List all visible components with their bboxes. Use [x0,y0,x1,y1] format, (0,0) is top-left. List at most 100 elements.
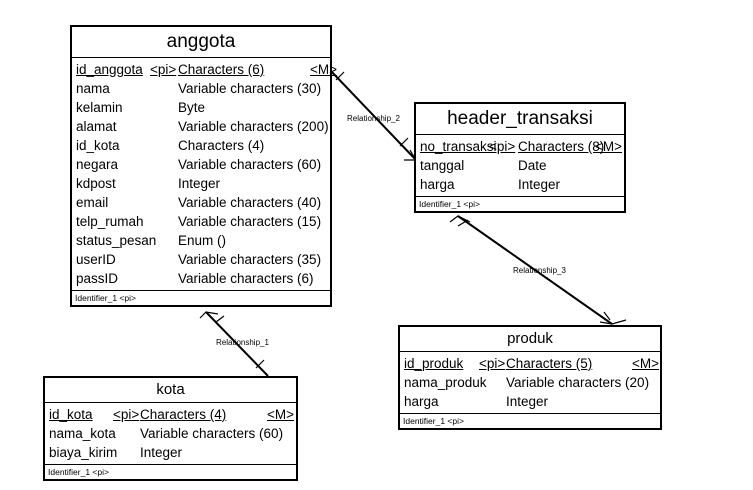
mandatory-marker: <M> [310,62,338,77]
attribute-row[interactable]: nama_kota Variable characters (60) [45,424,296,443]
attribute-row[interactable]: userID Variable characters (35) [72,250,330,269]
attribute-type: Integer [506,394,549,409]
attribute-name: negara [76,157,119,172]
attribute-name: biaya_kirim [49,445,118,460]
attribute-list: id_kota <pi>Characters (4) <M> nama_kota Var… [45,403,296,465]
attribute-type: Characters (4) [140,407,227,422]
identifier: Identifier_1 <pi> [419,199,480,209]
relationship-3-crowsfoot-top [449,215,471,223]
attribute-list: no_transaksi<pi>Characters (8)<M>tanggal… [416,135,624,197]
attribute-name: id_anggota [76,62,143,77]
entity-produk[interactable]: produk id_produk <pi>Characters (5) <M> nam… [398,325,662,430]
identifier: Identifier_1 <pi> [48,467,109,477]
attribute-type: Enum () [178,233,227,248]
attribute-row[interactable]: alamat Variable characters (200) [72,117,330,136]
attribute-row[interactable]: tanggal Date [416,156,624,175]
attribute-name: status_pesan [76,233,157,248]
attribute-type: Variable characters (20) [506,375,650,390]
entity-title: produk [400,327,660,352]
attribute-row[interactable]: nama_produk Variable characters (20) [400,373,660,392]
relationship-2-tick-b [399,137,409,147]
attribute-type: Variable characters (60) [140,426,284,441]
attribute-type: Integer [140,445,183,460]
attribute-row[interactable]: passID Variable characters (6) [72,269,330,288]
attribute-type: Integer [518,177,561,192]
attribute-type: Integer [178,176,221,191]
relationship-1-tick-bottom [255,359,265,369]
relationship-2-label: Relationship_2 [347,114,400,123]
attribute-name: id_produk [404,356,464,371]
attribute-name: kelamin [76,100,123,115]
attribute-name: kdpost [76,176,116,191]
relationship-1-tick-top [215,315,225,323]
attribute-row[interactable]: telp_rumah Variable characters (15) [72,212,330,231]
entity-kota[interactable]: kota id_kota <pi>Characters (4) <M> nama_ko… [43,376,298,481]
attribute-name: telp_rumah [76,214,144,229]
attribute-name: alamat [76,119,117,134]
attribute-row[interactable]: status_pesan Enum () [72,231,330,250]
attribute-type: Variable characters (30) [178,81,322,96]
attribute-name: nama_kota [49,426,116,441]
entity-title: anggota [72,27,330,58]
entity-title: kota [45,378,296,403]
primary-identifier-marker: <pi> [489,139,516,154]
relationship-3-crowsfoot-bottom [599,319,627,325]
relationship-1-label: Relationship_1 [216,338,269,347]
attribute-name: passID [76,271,119,286]
attribute-type: Variable characters (40) [178,195,322,210]
primary-identifier-marker: <pi> [150,62,177,77]
attribute-row[interactable]: id_produk <pi>Characters (5) <M> [400,354,660,373]
relationship-3-tick-bottom [603,311,611,321]
attribute-type: Variable characters (60) [178,157,322,172]
attribute-row[interactable]: negara Variable characters (60) [72,155,330,174]
attribute-row[interactable]: kdpost Integer [72,174,330,193]
mandatory-marker: <M> [595,139,623,154]
attribute-row[interactable]: id_kota <pi>Characters (4) <M> [45,405,296,424]
attribute-row[interactable]: no_transaksi<pi>Characters (8)<M> [416,137,624,156]
attribute-type: Variable characters (35) [178,252,322,267]
attribute-row[interactable]: biaya_kirim Integer [45,443,296,462]
entity-anggota[interactable]: anggota id_anggota <pi>Characters (6) <M> n… [70,25,337,307]
attribute-row[interactable]: nama Variable characters (30) [72,79,330,98]
attribute-name: nama_produk [404,375,487,390]
mandatory-marker: <M> [632,356,660,371]
attribute-name: id_kota [49,407,93,422]
attribute-type: Date [518,158,547,173]
relationship-1-line[interactable] [205,311,269,377]
primary-identifier-marker: <pi> [113,407,140,422]
attribute-row[interactable]: email Variable characters (40) [72,193,330,212]
attribute-type: Characters (4) [178,138,265,153]
attribute-type: Variable characters (6) [178,271,314,286]
entity-header-transaksi[interactable]: header_transaksi no_transaksi<pi>Charact… [414,102,626,213]
attribute-name: userID [76,252,116,267]
attribute-type: Variable characters (15) [178,214,322,229]
attribute-row[interactable]: kelamin Byte [72,98,330,117]
mandatory-marker: <M> [267,407,295,422]
attribute-type: Characters (5) [506,356,593,371]
attribute-name: nama [76,81,110,96]
attribute-type: Variable characters (200) [178,119,329,134]
relationship-3-tick-top [457,219,469,227]
relationship-2-tick-a [335,71,345,81]
identifier: Identifier_1 <pi> [403,416,464,426]
attribute-type: Characters (8) [518,139,605,154]
attribute-row[interactable]: harga Integer [416,175,624,194]
identifier: Identifier_1 <pi> [75,293,136,303]
attribute-name: email [76,195,109,210]
relationship-3-line[interactable] [457,215,613,325]
attribute-name: tanggal [420,158,465,173]
relationship-1-crowsfoot [199,311,219,319]
attribute-type: Characters (6) [178,62,265,77]
attribute-row[interactable]: id_anggota <pi>Characters (6) <M> [72,60,337,79]
primary-identifier-marker: <pi> [479,356,506,371]
attribute-list: id_produk <pi>Characters (5) <M> nama_produ… [400,352,660,414]
relationship-3-label: Relationship_3 [513,266,566,275]
attribute-name: harga [420,177,455,192]
attribute-name: no_transaksi [420,139,497,154]
attribute-type: Byte [178,100,206,115]
entity-title: header_transaksi [416,104,624,135]
